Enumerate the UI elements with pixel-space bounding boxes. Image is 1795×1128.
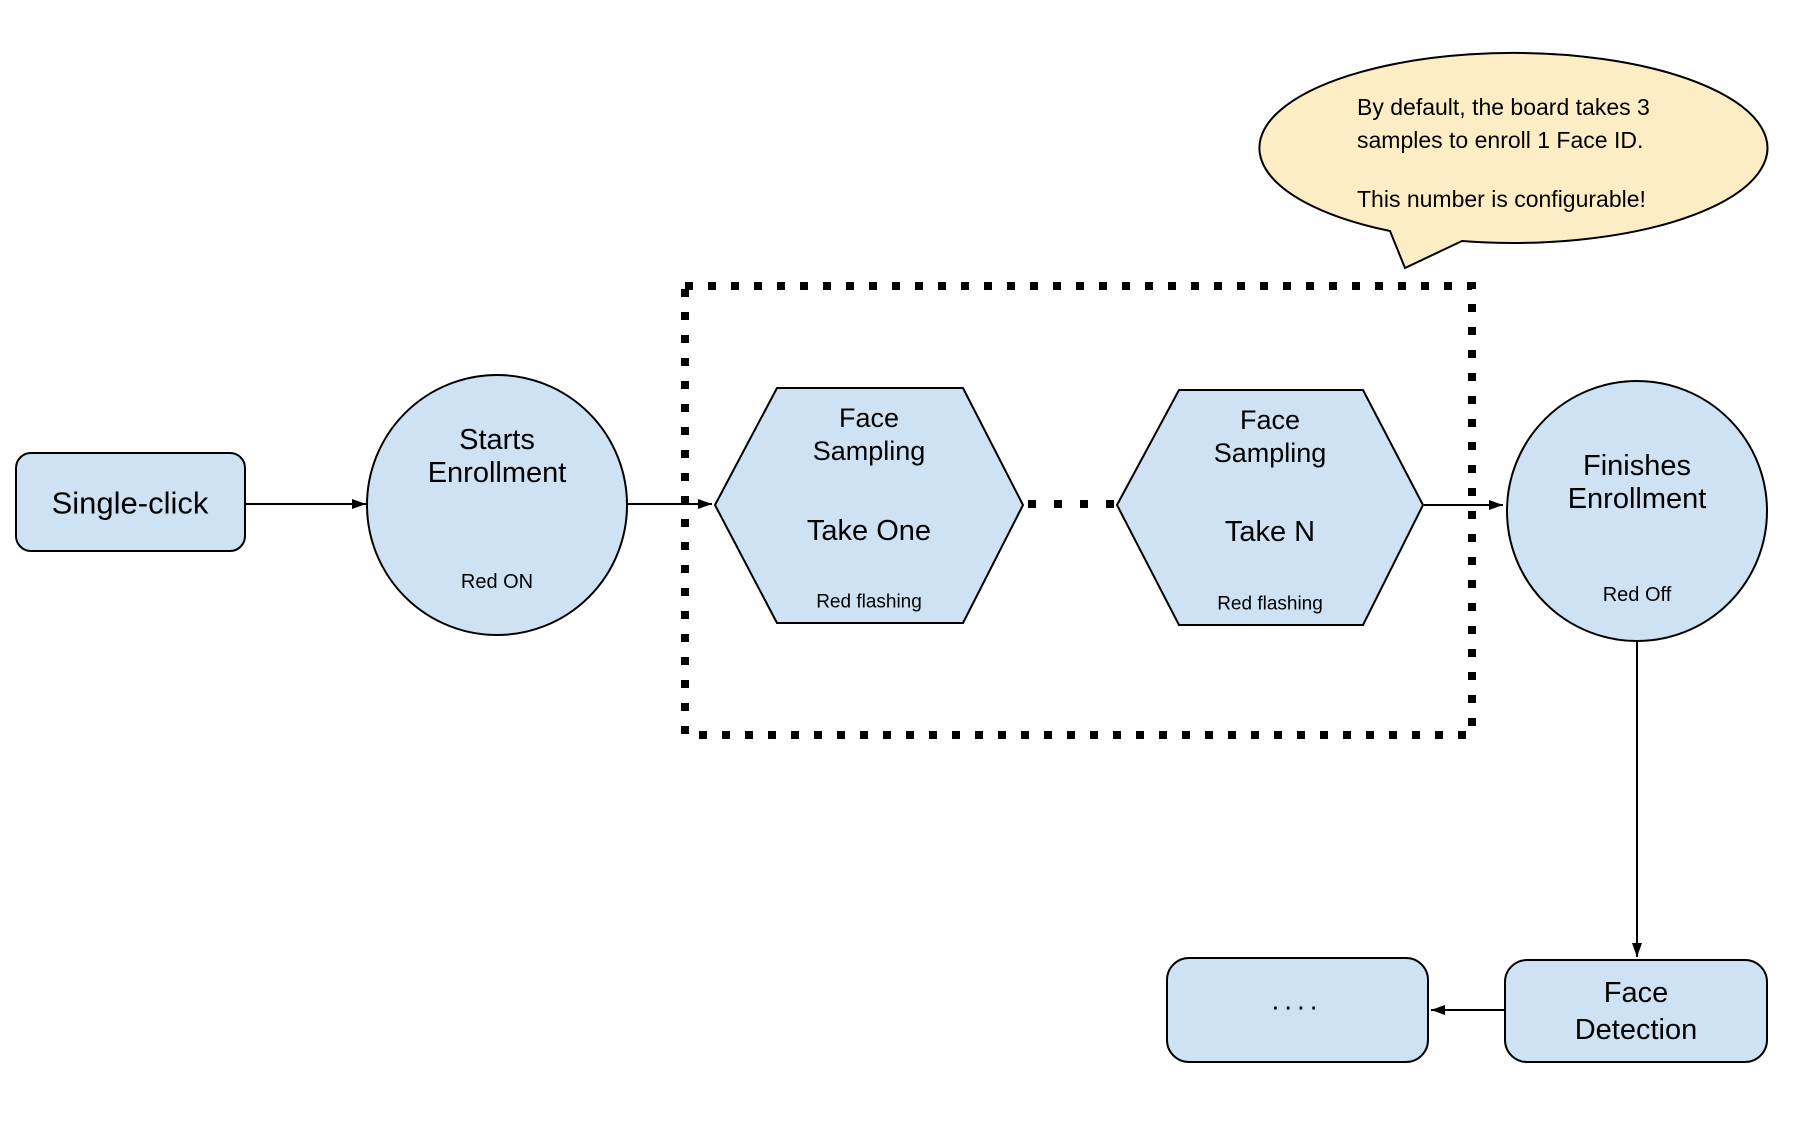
face-detection-box [1504, 959, 1768, 1063]
face-detection-title-line2: Detection [1575, 1014, 1698, 1046]
continuation-box [1166, 957, 1429, 1063]
callout-line-3: This number is configurable! [1357, 186, 1646, 212]
repetition-dots [1028, 500, 1114, 508]
face-sampling-n-status: Red flashing [1217, 594, 1323, 615]
face-sampling-one-title-line1: Face [839, 403, 899, 433]
single-click-box [15, 452, 246, 552]
callout-line-1: By default, the board takes 3 [1357, 94, 1650, 120]
finishes-enrollment-title-line2: Enrollment [1568, 483, 1707, 515]
face-sampling-take-n-node: Face Sampling Take N Red flashing [1115, 389, 1425, 626]
face-sampling-n-title-line2: Sampling [1214, 438, 1327, 468]
face-detection-title-line1: Face [1604, 977, 1668, 1009]
single-click-node: Single-click [15, 452, 246, 552]
starts-enrollment-status: Red ON [461, 571, 533, 593]
callout-balloon-shape [1258, 51, 1769, 270]
single-click-label: Single-click [52, 486, 209, 521]
continuation-node: .... [1166, 957, 1429, 1063]
face-sampling-one-status: Red flashing [816, 592, 922, 613]
face-detection-node: Face Detection [1504, 959, 1768, 1063]
face-sampling-take-one-node: Face Sampling Take One Red flashing [713, 387, 1025, 624]
face-sampling-one-title-line2: Sampling [813, 436, 926, 466]
finishes-enrollment-title-line1: Finishes [1583, 450, 1691, 482]
finishes-enrollment-status: Red Off [1603, 584, 1672, 606]
callout-line-2: samples to enroll 1 Face ID. [1357, 127, 1643, 153]
starts-enrollment-title-line2: Enrollment [428, 457, 567, 489]
face-sampling-n-step: Take N [1225, 516, 1315, 548]
starts-enrollment-circle [366, 374, 628, 636]
continuation-label: .... [1271, 985, 1322, 1016]
face-sampling-n-title-line1: Face [1240, 405, 1300, 435]
starts-enrollment-node: Starts Enrollment Red ON [366, 374, 628, 636]
sampling-loop-dotted-frame [681, 282, 1476, 739]
face-sampling-one-step: Take One [807, 515, 931, 547]
starts-enrollment-title-line1: Starts [459, 424, 535, 456]
finishes-enrollment-node: Finishes Enrollment Red Off [1506, 380, 1768, 642]
callout-bubble: By default, the board takes 3 samples to… [1258, 51, 1769, 270]
face-sampling-take-one-hexagon [713, 387, 1025, 624]
face-sampling-take-n-hexagon [1115, 389, 1425, 626]
